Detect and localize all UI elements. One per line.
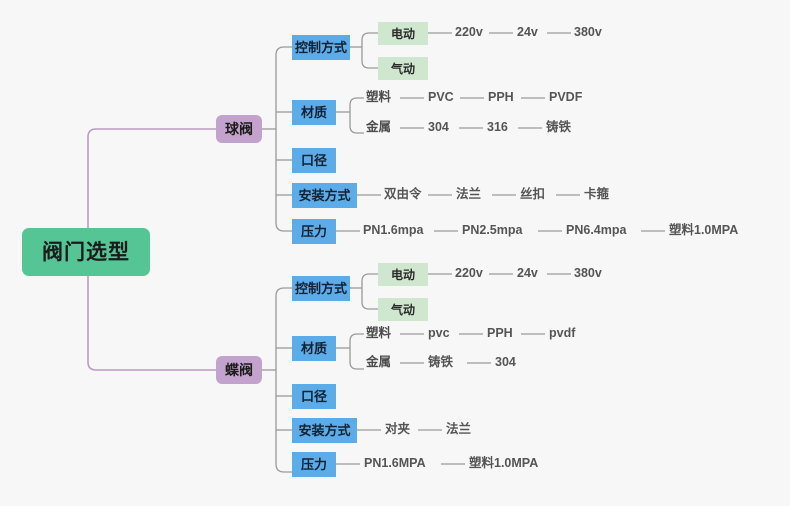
leaf-node-butterfly-plastic-pvdf[interactable]: pvdf [549,326,576,340]
topic-node-ball-installation[interactable]: 安装方式 [292,183,357,208]
leaf-node-ball-electric-220v[interactable]: 220v [455,25,483,39]
topic-node-butterfly-material[interactable]: 材质 [292,336,336,361]
leaf-node-ball-plastic-pvc[interactable]: PVC [428,90,454,104]
leaf-node-butterfly-install-wafer[interactable]: 对夹 [385,422,411,436]
leaf-node-butterfly-electric-380v[interactable]: 380v [574,266,602,280]
mode-node-ball-electric[interactable]: 电动 [378,22,428,45]
leaf-node-ball-pressure-pn64[interactable]: PN6.4mpa [566,223,627,237]
leaf-node-butterfly-pressure-plastic-10mpa[interactable]: 塑料1.0MPA [469,456,539,470]
leaf-node-ball-install-double-union[interactable]: 双由令 [384,187,422,201]
mode-node-ball-pneumatic[interactable]: 气动 [378,57,428,80]
leaf-node-ball-metal-cast-iron[interactable]: 铸铁 [546,120,572,134]
leaf-node-ball-plastic-pvdf[interactable]: PVDF [549,90,583,104]
branch-node-butterfly-valve[interactable]: 蝶阀 [216,356,262,384]
topic-node-ball-diameter[interactable]: 口径 [292,148,336,173]
leaf-node-ball-pressure-pn16[interactable]: PN1.6mpa [363,223,424,237]
leaf-node-ball-plastic-pph[interactable]: PPH [488,90,514,104]
leaf-node-ball-pressure-plastic-10mpa[interactable]: 塑料1.0MPA [669,223,739,237]
leaf-node-butterfly-metal-304[interactable]: 304 [495,355,516,369]
root-node[interactable]: 阀门选型 [22,228,150,276]
group-node-butterfly-metal[interactable]: 金属 [366,355,392,369]
topic-node-butterfly-installation[interactable]: 安装方式 [292,418,357,443]
leaf-node-butterfly-electric-24v[interactable]: 24v [517,266,538,280]
topic-node-ball-material[interactable]: 材质 [292,100,336,125]
leaf-node-ball-install-flange[interactable]: 法兰 [456,187,482,201]
leaf-node-butterfly-install-flange[interactable]: 法兰 [446,422,472,436]
group-node-ball-metal[interactable]: 金属 [366,120,392,134]
topic-node-butterfly-diameter[interactable]: 口径 [292,384,336,409]
topic-node-butterfly-control-mode[interactable]: 控制方式 [292,276,350,301]
leaf-node-ball-metal-316[interactable]: 316 [487,120,508,134]
leaf-node-butterfly-plastic-pph[interactable]: PPH [487,326,513,340]
leaf-node-butterfly-metal-cast-iron[interactable]: 铸铁 [428,355,454,369]
group-node-butterfly-plastic[interactable]: 塑料 [366,326,392,340]
leaf-node-ball-electric-24v[interactable]: 24v [517,25,538,39]
leaf-node-ball-install-thread[interactable]: 丝扣 [520,187,546,201]
group-node-ball-plastic[interactable]: 塑料 [366,90,392,104]
topic-node-ball-pressure[interactable]: 压力 [292,219,336,244]
mode-node-butterfly-pneumatic[interactable]: 气动 [378,298,428,321]
leaf-node-butterfly-electric-220v[interactable]: 220v [455,266,483,280]
leaf-node-ball-electric-380v[interactable]: 380v [574,25,602,39]
mode-node-butterfly-electric[interactable]: 电动 [378,263,428,286]
topic-node-ball-control-mode[interactable]: 控制方式 [292,35,350,60]
leaf-node-butterfly-pressure-pn16[interactable]: PN1.6MPA [364,456,426,470]
leaf-node-ball-metal-304[interactable]: 304 [428,120,449,134]
topic-node-butterfly-pressure[interactable]: 压力 [292,452,336,477]
branch-node-ball-valve[interactable]: 球阀 [216,115,262,143]
leaf-node-ball-pressure-pn25[interactable]: PN2.5mpa [462,223,523,237]
leaf-node-ball-install-clamp[interactable]: 卡箍 [584,187,610,201]
leaf-node-butterfly-plastic-pvc[interactable]: pvc [428,326,450,340]
